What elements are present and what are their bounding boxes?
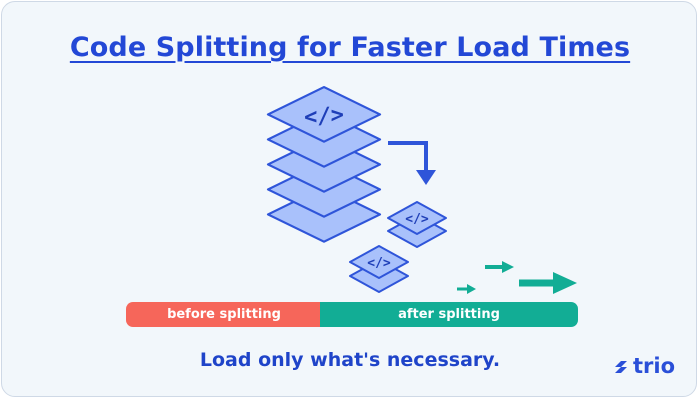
code-chunk-small: </> — [349, 245, 409, 293]
stack-layer — [266, 86, 382, 143]
tagline: Load only what's necessary. — [199, 349, 501, 371]
big-code-stack: </> — [266, 86, 382, 243]
code-bracket-icon: </> — [304, 103, 344, 131]
trio-logo-text: trio — [633, 354, 676, 378]
speed-arrow-icon — [485, 261, 514, 273]
elbow-arrow-down-icon — [388, 141, 436, 185]
code-bracket-icon: </> — [405, 212, 429, 227]
speed-arrow-icon — [519, 272, 577, 294]
before-splitting-label: before splitting — [167, 307, 281, 322]
before-splitting-bar: before splitting — [126, 302, 322, 327]
trio-logo: trio — [613, 356, 675, 377]
code-chunk-medium: </> — [387, 201, 447, 248]
after-splitting-bar: after splitting — [320, 302, 578, 327]
after-splitting-label: after splitting — [398, 307, 500, 322]
page-title: Code Splitting for Faster Load Times — [69, 32, 631, 63]
code-bracket-icon: </> — [367, 256, 391, 271]
trio-logo-icon — [615, 360, 627, 373]
speed-arrow-icon — [457, 284, 476, 294]
svg-text:</>: </> — [304, 103, 344, 131]
